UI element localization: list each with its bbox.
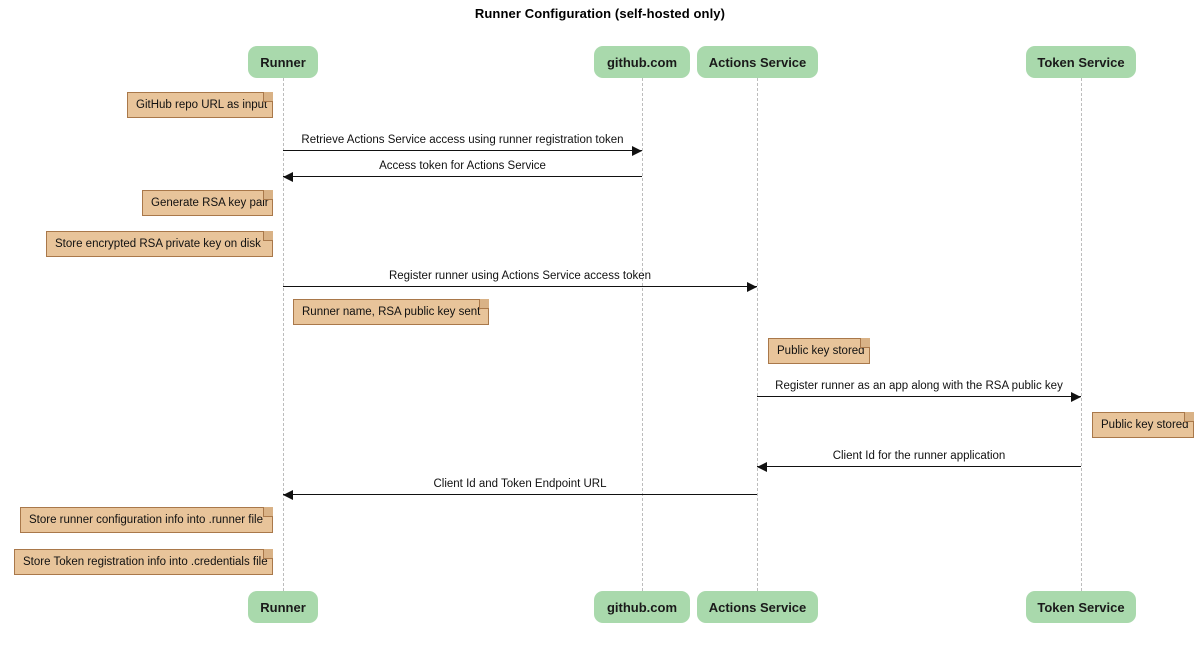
note: Public key stored <box>1092 412 1194 438</box>
message-line <box>283 150 642 151</box>
message-arrowhead-right-icon <box>747 282 757 292</box>
lifeline-actions <box>757 78 758 591</box>
message-arrowhead-right-icon <box>1071 392 1081 402</box>
message-label: Access token for Actions Service <box>379 160 546 172</box>
participant-label: Token Service <box>1037 599 1125 615</box>
note: Store Token registration info into .cred… <box>14 549 273 575</box>
participant-label: Token Service <box>1037 54 1125 70</box>
message-line <box>757 396 1081 397</box>
note-fold-corner-icon <box>860 338 870 348</box>
message-label: Register runner using Actions Service ac… <box>388 270 652 282</box>
lifeline-github <box>642 78 643 591</box>
note-text: Public key stored <box>1101 419 1189 431</box>
note-fold-corner-icon <box>263 92 273 102</box>
message-label: Client Id and Token Endpoint URL <box>433 478 607 490</box>
lifeline-token <box>1081 78 1082 591</box>
participant-header-runner[interactable]: Runner <box>248 46 318 78</box>
participant-label: github.com <box>606 54 678 70</box>
note-fold-corner-icon <box>1184 412 1194 422</box>
participant-label: Runner <box>260 54 306 70</box>
note-text: Runner name, RSA public key sent <box>302 306 481 318</box>
note: Runner name, RSA public key sent <box>293 299 489 325</box>
participant-label: Actions Service <box>708 599 807 615</box>
message-arrowhead-left-icon <box>283 490 293 500</box>
note-text: GitHub repo URL as input <box>136 99 268 111</box>
message-arrowhead-left-icon <box>283 172 293 182</box>
note-text: Store Token registration info into .cred… <box>23 556 268 568</box>
message-arrowhead-left-icon <box>757 462 767 472</box>
message-line <box>283 176 642 177</box>
participant-header-github[interactable]: github.com <box>594 46 690 78</box>
note: Store encrypted RSA private key on disk <box>46 231 273 257</box>
message-label: Retrieve Actions Service access using ru… <box>301 134 624 146</box>
participant-footer-github[interactable]: github.com <box>594 591 690 623</box>
message-line <box>757 466 1081 467</box>
participant-label: Actions Service <box>708 54 807 70</box>
note-fold-corner-icon <box>263 507 273 517</box>
lifeline-runner <box>283 78 284 591</box>
message-label: Client Id for the runner application <box>832 450 1006 462</box>
message-arrowhead-right-icon <box>632 146 642 156</box>
message-line <box>283 494 757 495</box>
note: Public key stored <box>768 338 870 364</box>
participant-header-actions[interactable]: Actions Service <box>697 46 818 78</box>
participant-header-token[interactable]: Token Service <box>1026 46 1136 78</box>
note: Store runner configuration info into .ru… <box>20 507 273 533</box>
note: Generate RSA key pair <box>142 190 273 216</box>
note-text: Public key stored <box>777 345 865 357</box>
participant-footer-actions[interactable]: Actions Service <box>697 591 818 623</box>
note-fold-corner-icon <box>263 231 273 241</box>
note-fold-corner-icon <box>263 549 273 559</box>
note-text: Generate RSA key pair <box>151 197 269 209</box>
participant-label: Runner <box>260 599 306 615</box>
message-label: Register runner as an app along with the… <box>775 380 1063 392</box>
participant-label: github.com <box>606 599 678 615</box>
page-title: Runner Configuration (self-hosted only) <box>474 6 726 21</box>
note-text: Store runner configuration info into .ru… <box>29 514 263 526</box>
note: GitHub repo URL as input <box>127 92 273 118</box>
participant-footer-token[interactable]: Token Service <box>1026 591 1136 623</box>
note-fold-corner-icon <box>263 190 273 200</box>
participant-footer-runner[interactable]: Runner <box>248 591 318 623</box>
message-line <box>283 286 757 287</box>
note-text: Store encrypted RSA private key on disk <box>55 238 261 250</box>
note-fold-corner-icon <box>479 299 489 309</box>
